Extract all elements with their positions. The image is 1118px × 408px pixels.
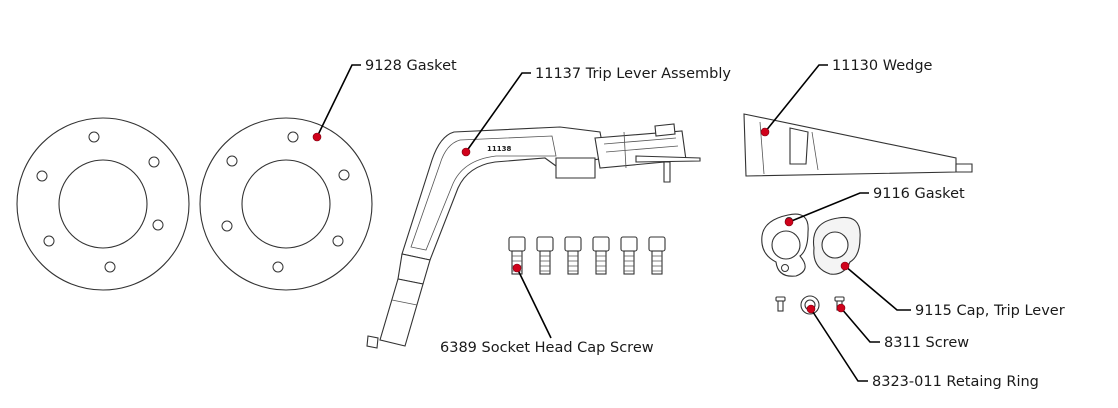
label-gasket-9128: 9128 Gasket — [365, 58, 457, 74]
leader-cap-trip-lever — [844, 265, 911, 311]
label-retaining-ring: 8323-011 Retaing Ring — [872, 374, 1039, 390]
gasket-left-drawing — [16, 117, 190, 291]
cap-screw — [536, 236, 554, 275]
dot-gasket-9116 — [784, 217, 794, 227]
leader-trip-lever-assembly — [465, 72, 531, 153]
label-gasket-9116: 9116 Gasket — [873, 186, 965, 202]
leader-gasket-9128 — [316, 64, 361, 138]
callout-dots — [312, 127, 850, 314]
dot-retaining-ring — [806, 304, 816, 314]
cap-screw — [648, 236, 666, 275]
cap-trip-lever-drawing — [812, 216, 861, 275]
label-cap-trip-lever: 9115 Cap, Trip Lever — [915, 303, 1065, 319]
dot-socket-head-cap-screw — [512, 263, 522, 273]
dot-gasket-9128 — [312, 132, 322, 142]
gasket-9128-drawing — [199, 117, 373, 291]
label-socket-head-cap-screw: 6389 Socket Head Cap Screw — [440, 340, 654, 356]
cap-screw — [620, 236, 638, 275]
dot-trip-lever-assembly — [461, 147, 471, 157]
leader-gasket-9116 — [788, 192, 869, 223]
leader-retaining-ring — [810, 308, 868, 382]
leader-socket-head-cap-screw — [516, 267, 552, 339]
label-trip-lever-assembly: 11137 Trip Lever Assembly — [535, 66, 731, 82]
cap-screw — [508, 236, 526, 275]
dot-screw — [836, 303, 846, 313]
dot-cap-trip-lever — [840, 261, 850, 271]
leader-lines — [316, 64, 911, 382]
part-number-stamp: 11138 — [487, 145, 511, 153]
label-screw: 8311 Screw — [884, 335, 969, 351]
leader-wedge — [764, 64, 828, 133]
dot-wedge — [760, 127, 770, 137]
cap-screw — [564, 236, 582, 275]
leader-screw — [840, 307, 880, 343]
callout-labels: 9128 Gasket 11137 Trip Lever Assembly 11… — [365, 58, 1065, 390]
wedge-drawing — [743, 113, 973, 177]
trip-lever-assembly-drawing: 11138 — [366, 123, 701, 349]
screw-8311-left-drawing — [775, 296, 786, 312]
socket-head-cap-screws-drawing — [508, 236, 666, 275]
cap-screw — [592, 236, 610, 275]
label-wedge: 11130 Wedge — [832, 58, 933, 74]
